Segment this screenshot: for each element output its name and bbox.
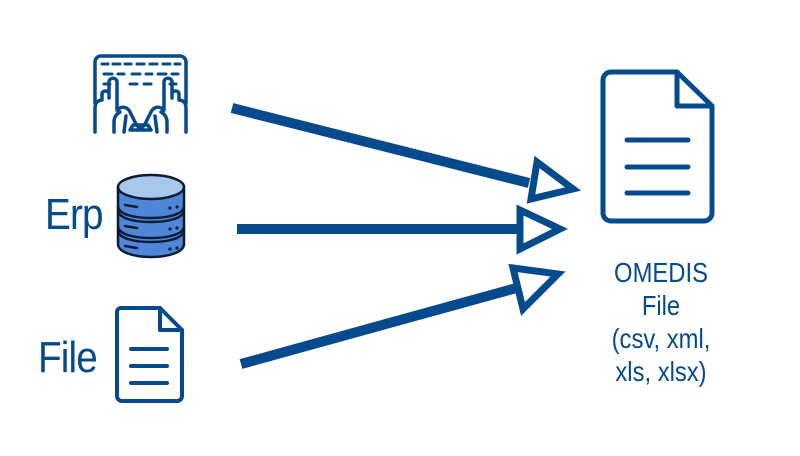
target-caption-line: OMEDIS (614, 257, 708, 288)
arrow-file-to-target (239, 263, 566, 369)
target-document-icon (600, 69, 715, 224)
target-caption: OMEDIS File (csv, xml, xls, xlsx) (607, 256, 714, 388)
keyboard-typing-icon (93, 54, 188, 134)
document-icon (115, 306, 184, 403)
target-caption-line: File (641, 290, 681, 321)
arrow-keyboard-to-target (230, 103, 582, 204)
database-icon (116, 173, 186, 259)
target-caption-line: xls, xlsx) (615, 356, 707, 387)
file-label: File (38, 333, 98, 382)
erp-label: Erp (45, 190, 104, 239)
arrow-erp-to-target (237, 204, 568, 255)
target-caption-line: (csv, xml, (611, 323, 711, 354)
